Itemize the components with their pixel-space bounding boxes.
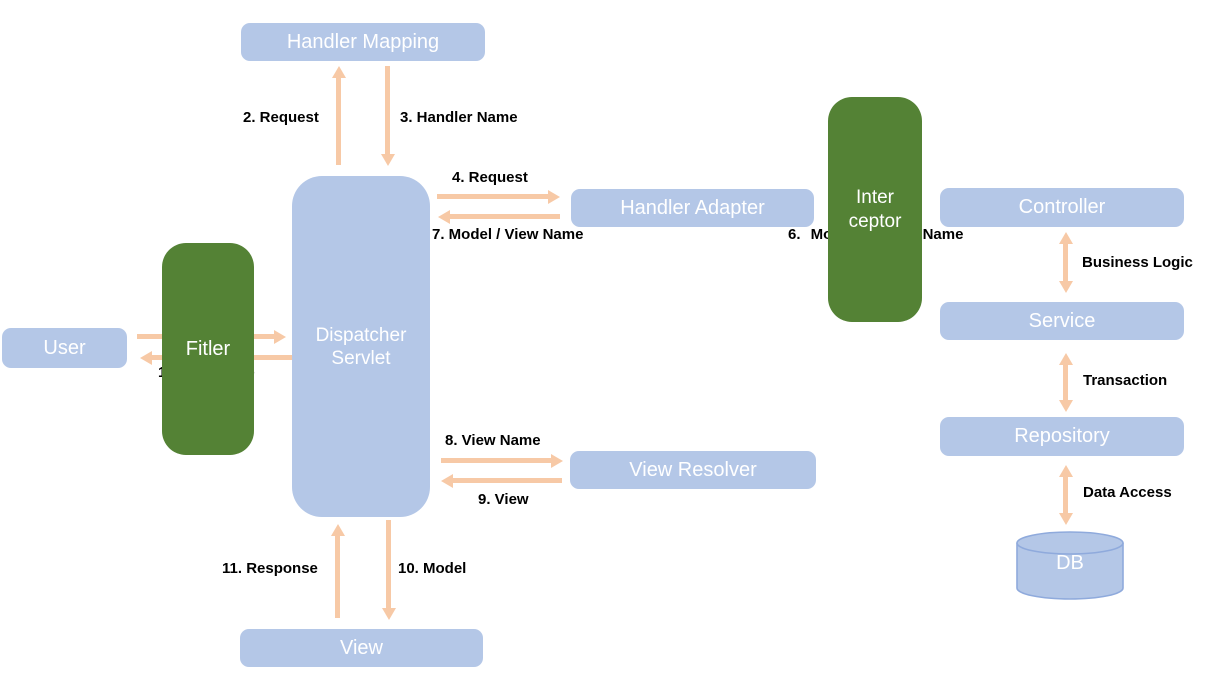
node-interceptor: Inter ceptor — [828, 97, 922, 322]
label-4-request: 4. Request — [452, 169, 528, 186]
arrowhead-up — [1058, 353, 1073, 365]
arrowhead-down — [1058, 513, 1073, 525]
label-9-view: 9. View — [478, 491, 529, 508]
arrowhead-left — [438, 209, 450, 224]
node-handler-adapter: Handler Adapter — [571, 189, 814, 227]
node-user: User — [2, 328, 127, 368]
node-dispatcher-servlet: Dispatcher Servlet — [292, 176, 430, 517]
arrow-3-handler-name — [380, 66, 395, 166]
label-business-logic: Business Logic — [1082, 254, 1193, 271]
arrow-data-access — [1058, 465, 1073, 525]
arrow-11-response — [330, 524, 345, 618]
node-fitler: Fitler — [162, 243, 254, 455]
node-db-label: DB — [1056, 552, 1084, 574]
label-8-view-name: 8. View Name — [445, 432, 541, 449]
arrowhead-down — [1058, 400, 1073, 412]
arrow-7-model-view-name — [438, 209, 560, 224]
arrowhead-up — [1058, 232, 1073, 244]
arrow-8-view-name — [441, 453, 563, 468]
arrow-2-request — [331, 66, 346, 165]
arrowhead-left — [140, 350, 152, 365]
arrowhead-up — [1058, 465, 1073, 477]
label-3-handler-name: 3. Handler Name — [400, 109, 518, 126]
arrow-4-request — [437, 189, 560, 204]
label-10-model: 10. Model — [398, 560, 467, 577]
arrowhead-down — [1058, 281, 1073, 293]
label-7-model-view-name: 7. Model / View Name — [432, 226, 584, 243]
arrowhead-up — [330, 524, 345, 536]
node-service: Service — [940, 302, 1184, 340]
arrowhead-down — [380, 154, 395, 166]
label-11-response: 11. Response — [222, 560, 318, 577]
arrowhead-right — [551, 453, 563, 468]
db-cylinder-icon — [1015, 531, 1125, 601]
arrowhead-right — [274, 329, 286, 344]
arrow-business-logic — [1058, 232, 1073, 293]
arrowhead-up — [331, 66, 346, 78]
arrowhead-left — [441, 473, 453, 488]
node-controller: Controller — [940, 188, 1184, 227]
label-transaction: Transaction — [1083, 372, 1168, 389]
node-view-resolver: View Resolver — [570, 451, 816, 489]
node-repository: Repository — [940, 417, 1184, 456]
arrowhead-down — [381, 608, 396, 620]
label-data-access: Data Access — [1083, 484, 1172, 501]
arrow-10-model — [381, 520, 396, 620]
arrow-9-view — [441, 473, 562, 488]
arrow-transaction — [1058, 353, 1073, 412]
node-view: View — [240, 629, 483, 667]
label-2-request: 2. Request — [243, 109, 319, 126]
node-handler-mapping: Handler Mapping — [241, 23, 485, 61]
arrowhead-right — [548, 189, 560, 204]
